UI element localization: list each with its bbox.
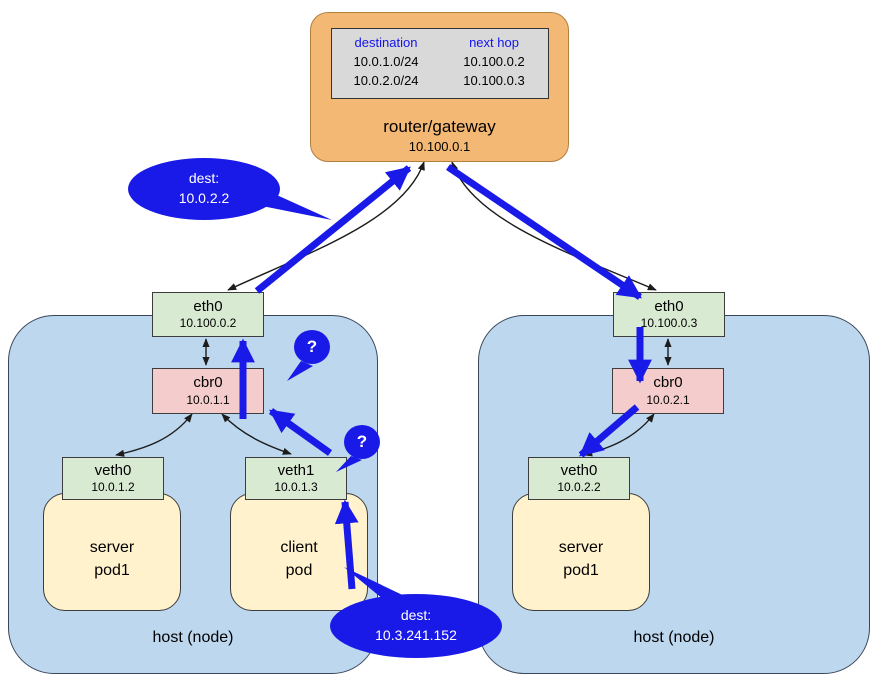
routing-table-header-row: destination next hop (332, 34, 548, 53)
interface-name: cbr0 (193, 374, 223, 392)
question-callout-veth1: ? (344, 425, 380, 459)
question-callout-eth0: ? (294, 330, 330, 364)
pod-label-line2: pod1 (563, 562, 599, 579)
routing-table-header-destination: destination (354, 35, 418, 50)
interface-name: veth0 (94, 461, 132, 479)
host-node-right-label: host (node) (633, 629, 715, 646)
eth0-interface-left: eth0 10.100.0.2 (152, 292, 264, 337)
pod-label-line1: client (280, 538, 318, 556)
interface-ip: 10.100.0.3 (640, 316, 698, 331)
interface-name: veth1 (277, 461, 315, 479)
pod-label-line1: server (89, 538, 135, 556)
interface-ip: 10.0.1.2 (91, 480, 135, 495)
dest-callout-line1: dest: (400, 607, 432, 624)
routing-table-row: 10.0.1.0/24 10.100.0.2 (332, 53, 548, 72)
veth0-interface-left: veth0 10.0.1.2 (62, 457, 164, 500)
routing-table-cell-destination: 10.0.2.0/24 (353, 72, 419, 88)
routing-table: destination next hop 10.0.1.0/24 10.100.… (331, 28, 549, 99)
routing-table-row: 10.0.2.0/24 10.100.0.3 (332, 72, 548, 91)
dest-callout-bottom: dest: 10.3.241.152 (330, 594, 502, 658)
interface-ip: 10.0.2.2 (557, 480, 601, 495)
interface-name: eth0 (654, 297, 684, 315)
router-label: router/gateway (383, 117, 496, 136)
interface-ip: 10.0.2.1 (646, 392, 690, 407)
veth1-interface-left: veth1 10.0.1.3 (245, 457, 347, 500)
cbr0-bridge-right: cbr0 10.0.2.1 (612, 368, 724, 414)
cbr0-bridge-left: cbr0 10.0.1.1 (152, 368, 264, 414)
server-pod1-left: server pod1 (43, 493, 181, 611)
dest-callout-top: dest: 10.0.2.2 (128, 158, 280, 220)
dest-callout-line2: 10.0.2.2 (178, 190, 230, 206)
interface-ip: 10.0.1.1 (186, 392, 230, 407)
link-router-to-eth0-right (451, 161, 657, 291)
interface-name: eth0 (193, 297, 223, 315)
interface-ip: 10.100.0.2 (179, 316, 237, 331)
interface-name: cbr0 (653, 374, 683, 392)
dest-callout-line1: dest: (188, 170, 220, 187)
interface-name: veth0 (560, 461, 598, 479)
routing-table-cell-next-hop: 10.100.0.2 (463, 53, 525, 69)
router-ip: 10.100.0.1 (408, 139, 471, 154)
veth0-interface-right: veth0 10.0.2.2 (528, 457, 630, 500)
pod-label-line1: server (558, 538, 604, 556)
host-node-left-label: host (node) (152, 629, 234, 646)
interface-ip: 10.0.1.3 (274, 480, 318, 495)
packet-arrow-router-to-eth0-right (446, 164, 642, 300)
eth0-interface-right: eth0 10.100.0.3 (613, 292, 725, 337)
routing-table-cell-destination: 10.0.1.0/24 (353, 53, 419, 69)
pod-label-line2: pod1 (94, 562, 130, 579)
client-pod: client pod (230, 493, 368, 611)
pod-label-line2: pod (285, 562, 313, 579)
server-pod1-right: server pod1 (512, 493, 650, 611)
routing-table-header-next-hop: next hop (469, 35, 519, 50)
router-gateway: destination next hop 10.0.1.0/24 10.100.… (310, 12, 569, 162)
dest-callout-line2: 10.3.241.152 (375, 627, 457, 643)
routing-table-cell-next-hop: 10.100.0.3 (463, 72, 525, 88)
